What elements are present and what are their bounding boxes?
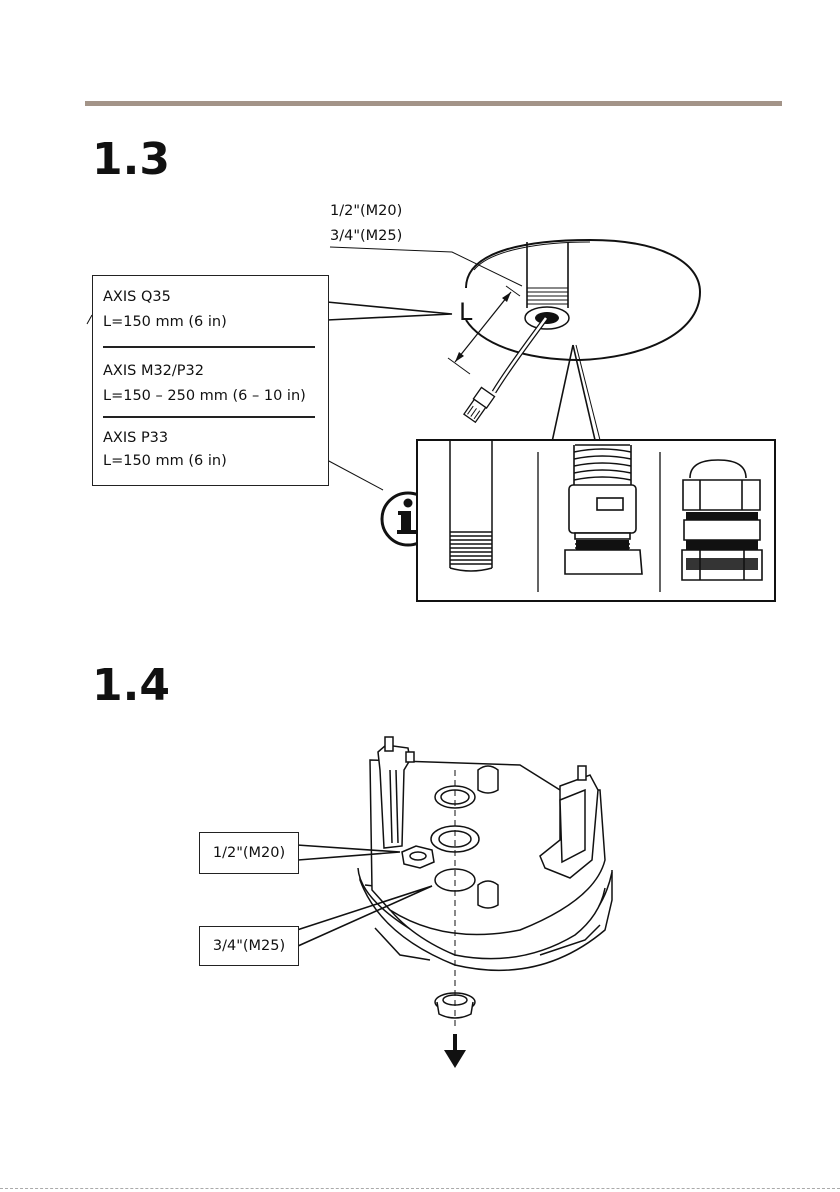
hole-label-three-quarter-inch: 3/4"(M25)	[199, 926, 299, 966]
hole-label-half-inch: 1/2"(M20)	[199, 832, 299, 874]
page-bottom-edge	[0, 1188, 840, 1189]
